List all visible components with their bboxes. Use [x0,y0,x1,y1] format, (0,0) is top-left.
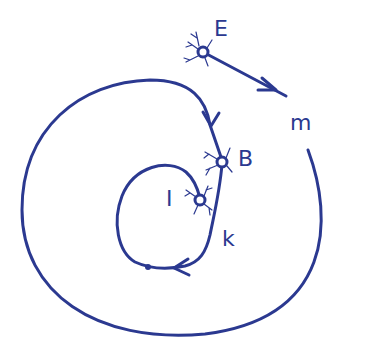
neuron-dot [195,195,205,205]
outer-loop [22,80,321,335]
arrow-head [258,78,276,90]
neuron-dot [217,157,227,167]
dendrites [204,148,232,175]
neuron-dot [198,47,208,57]
dot [145,264,151,270]
point-label: B [238,148,253,170]
point-label: m [290,112,311,134]
dendrites [184,32,212,66]
point-label: I [166,188,173,210]
inner-loop [117,164,222,268]
point-label: k [222,228,235,250]
dendrites [185,186,212,215]
point-label: E [214,18,228,40]
path-line [203,52,286,96]
arrow-head [174,259,189,275]
arrow-head [203,112,219,126]
